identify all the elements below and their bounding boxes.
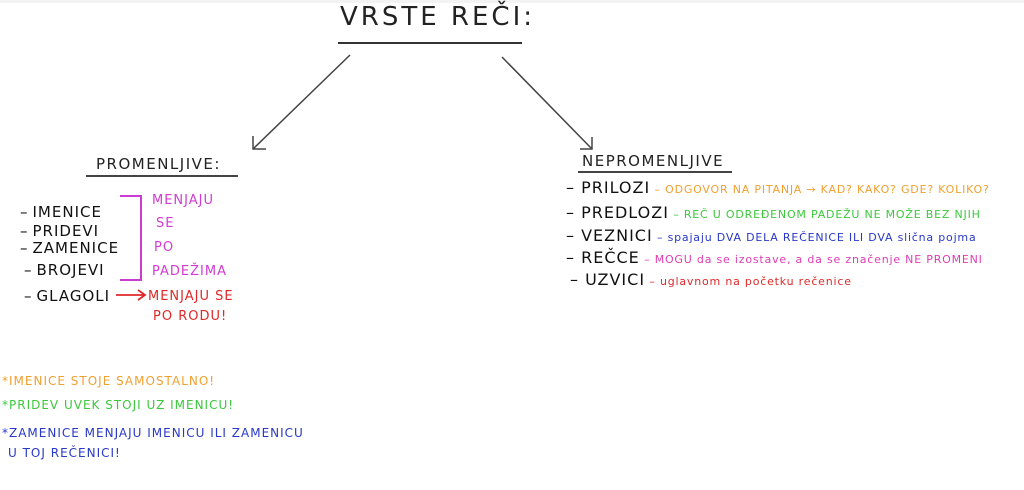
term-description: –	[639, 253, 655, 266]
list-item: – PREDLOZI – REČ U ODREĐENOM PADEŽU NE M…	[566, 203, 981, 222]
term-description: –	[668, 208, 684, 221]
verb-note-line: PO RODU!	[153, 309, 228, 324]
term-description: spajaju DVA DELA REČENICE ILI DVA slična…	[667, 231, 977, 244]
case-bracket	[120, 195, 142, 281]
term-description: –	[652, 231, 668, 244]
term-description: –	[650, 183, 666, 196]
list-item: –BROJEVI	[24, 261, 105, 279]
list-item: – PRILOZI – ODGOVOR NA PITANJA → KAD? KA…	[566, 178, 990, 197]
list-item: –IMENICE	[20, 203, 102, 221]
term: PRILOZI	[581, 178, 651, 197]
note: *IMENICE STOJE SAMOSTALNO!	[2, 374, 216, 388]
term: PREDLOZI	[581, 203, 669, 222]
list-item: – UZVICI – uglavnom na početku rečenice	[570, 270, 852, 289]
title-underline	[338, 42, 522, 44]
case-note-line: PO	[154, 240, 175, 255]
page-title: VRSTE REČI:	[340, 2, 536, 32]
note: U TOJ REČENICI!	[8, 446, 121, 460]
term-description: REČ U ODREĐENOM PADEŽU NE MOŽE BEZ NJIH	[683, 208, 981, 221]
verb-note-line: MENJAJU SE	[148, 289, 234, 304]
term-description: –	[645, 275, 660, 288]
heading-promenljive: PROMENLJIVE:	[96, 155, 221, 173]
list-item: – VEZNICI – spajaju DVA DELA REČENICE IL…	[566, 226, 977, 245]
list-item: –PRIDEVI	[20, 222, 100, 240]
heading-promenljive-underline	[86, 175, 238, 177]
term: UZVICI	[585, 270, 646, 289]
top-edge	[0, 0, 1024, 3]
term-description: uglavnom na početku rečenice	[659, 275, 852, 288]
case-note-line: SE	[156, 216, 175, 231]
note: *PRIDEV UVEK STOJI UZ IMENICU!	[2, 398, 235, 412]
verb-arrow	[116, 289, 147, 301]
list-item: – REČCE – MOGU da se izostave, a da se z…	[566, 248, 983, 267]
arrow-left	[252, 54, 351, 150]
arrow-right	[501, 56, 593, 150]
term-description: ODGOVOR NA PITANJA → KAD? KAKO? GDE? KOL…	[665, 183, 990, 196]
note: *ZAMENICE MENJAJU IMENICU ILI ZAMENICU	[2, 426, 304, 440]
term: REČCE	[581, 248, 640, 267]
case-note-line: MENJAJU	[152, 193, 215, 208]
term-description: MOGU da se izostave, a da se značenje NE…	[654, 253, 983, 266]
list-item: –GLAGOLI	[24, 287, 111, 305]
case-note-line: PADEŽIMA	[152, 264, 227, 279]
list-item: –ZAMENICE	[20, 239, 120, 257]
term: VEZNICI	[581, 226, 653, 245]
heading-nepromenljive-underline	[578, 171, 732, 173]
heading-nepromenljive: NEPROMENLJIVE	[582, 152, 725, 170]
